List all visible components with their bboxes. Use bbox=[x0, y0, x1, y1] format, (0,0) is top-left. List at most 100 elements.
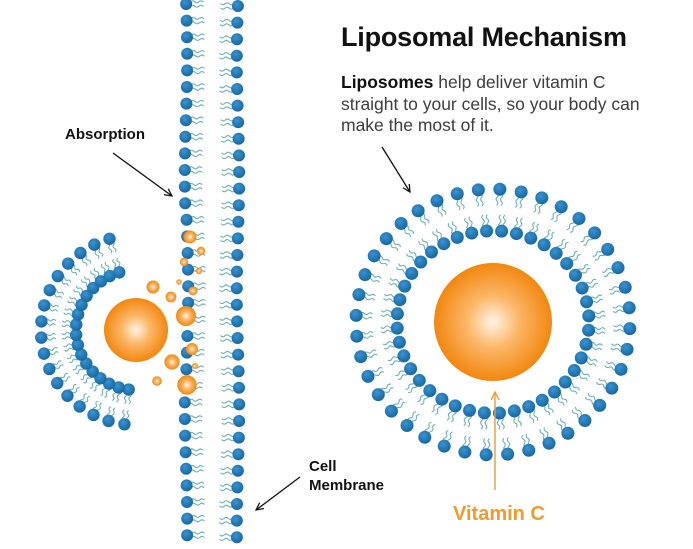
lipid-head bbox=[393, 293, 407, 307]
lipid-head bbox=[371, 388, 385, 402]
phospholipid bbox=[221, 431, 245, 444]
phospholipid bbox=[61, 328, 83, 342]
phospholipid bbox=[63, 338, 85, 352]
vitamin-c-particle bbox=[179, 257, 189, 267]
phospholipid bbox=[219, 66, 243, 79]
lipid-head bbox=[182, 296, 195, 309]
vitamin-c-particle bbox=[164, 354, 180, 370]
phospholipid bbox=[604, 361, 628, 376]
lipid-head bbox=[561, 426, 575, 440]
lipid-head bbox=[437, 237, 451, 251]
phospholipid bbox=[550, 200, 568, 223]
lipid-head bbox=[572, 212, 586, 226]
phospholipid bbox=[178, 147, 203, 160]
phospholipid bbox=[219, 265, 243, 278]
phospholipid bbox=[479, 438, 493, 462]
lipid-head bbox=[179, 446, 192, 459]
lipid-head bbox=[181, 64, 194, 77]
lipid-head bbox=[423, 384, 437, 398]
lipid-head bbox=[37, 347, 51, 360]
phospholipid bbox=[560, 250, 581, 271]
phospholipid bbox=[180, 0, 204, 10]
phospholipid bbox=[100, 261, 116, 283]
phospholipid bbox=[367, 249, 390, 267]
phospholipid bbox=[74, 246, 92, 267]
phospholipid bbox=[384, 398, 406, 418]
lipid-head bbox=[350, 329, 364, 343]
lipid-head bbox=[230, 298, 243, 311]
lipid-head bbox=[38, 299, 51, 312]
lipid-head bbox=[479, 448, 493, 462]
phospholipid bbox=[395, 362, 418, 380]
lipid-head bbox=[178, 396, 191, 409]
phospholipid bbox=[178, 413, 203, 425]
phospholipid bbox=[221, 381, 246, 394]
lipid-head bbox=[535, 191, 549, 205]
phospholipid bbox=[61, 257, 81, 276]
phospholipid bbox=[431, 392, 449, 415]
lipid-head bbox=[522, 443, 536, 457]
lipid-head bbox=[233, 415, 246, 427]
lipid-head bbox=[181, 330, 194, 342]
phospholipid bbox=[492, 406, 506, 430]
phospholipid bbox=[221, 365, 245, 378]
lipid-head bbox=[180, 0, 193, 10]
lipid-head bbox=[579, 337, 593, 351]
phospholipid bbox=[411, 204, 430, 226]
phospholipid bbox=[181, 512, 205, 525]
phospholipid bbox=[610, 342, 634, 356]
lipid-head bbox=[88, 238, 101, 251]
phospholipid bbox=[219, 282, 243, 295]
phospholipid bbox=[535, 393, 554, 416]
phospholipid bbox=[549, 239, 569, 260]
lipid-head bbox=[181, 31, 194, 44]
lipid-head bbox=[180, 462, 193, 475]
phospholipid bbox=[608, 280, 632, 295]
description: Liposomes help deliver vitamin C straigh… bbox=[341, 72, 651, 137]
lipid-head bbox=[450, 230, 464, 244]
lipid-head bbox=[493, 182, 507, 196]
lipid-head bbox=[448, 399, 462, 413]
lipid-head bbox=[501, 447, 515, 461]
lipid-head bbox=[400, 418, 414, 432]
lipid-head bbox=[232, 215, 245, 228]
lipid-head bbox=[231, 481, 244, 494]
vitamin-c-particle bbox=[196, 246, 206, 256]
phospholipid bbox=[480, 214, 494, 238]
phospholipid bbox=[178, 164, 203, 176]
lipid-head bbox=[424, 245, 438, 259]
phospholipid bbox=[383, 293, 407, 307]
lipid-head bbox=[568, 268, 582, 282]
phospholipid bbox=[180, 14, 205, 27]
phospholipid bbox=[387, 349, 411, 366]
liposome-arrow-icon bbox=[381, 146, 410, 192]
lipid-head bbox=[418, 430, 432, 444]
lipid-head bbox=[548, 385, 562, 399]
page-title: Liposomal Mechanism bbox=[341, 22, 627, 52]
phospholipid bbox=[361, 367, 385, 383]
lipid-head bbox=[181, 47, 194, 60]
lipid-head bbox=[437, 439, 451, 453]
phospholipid bbox=[350, 329, 374, 343]
lipid-head bbox=[180, 14, 193, 27]
phospholipid bbox=[556, 418, 575, 440]
lipid-head bbox=[122, 383, 135, 396]
lipid-head bbox=[397, 349, 411, 363]
phospholipid bbox=[394, 216, 415, 238]
lipid-head bbox=[582, 309, 596, 323]
lipid-head bbox=[463, 403, 477, 417]
lipid-head bbox=[450, 187, 464, 201]
lipid-head bbox=[231, 315, 244, 328]
phospholipid bbox=[371, 383, 394, 402]
lipid-head bbox=[560, 257, 574, 271]
lipid-head bbox=[480, 224, 494, 238]
lipid-head bbox=[232, 365, 245, 378]
phospholipid bbox=[37, 346, 59, 360]
lipid-head bbox=[43, 283, 56, 297]
lipid-head bbox=[554, 200, 568, 214]
lipid-head bbox=[398, 279, 412, 293]
lipid-head bbox=[535, 393, 549, 407]
lipid-head bbox=[622, 301, 636, 315]
vitamin-c-particle bbox=[176, 279, 182, 285]
